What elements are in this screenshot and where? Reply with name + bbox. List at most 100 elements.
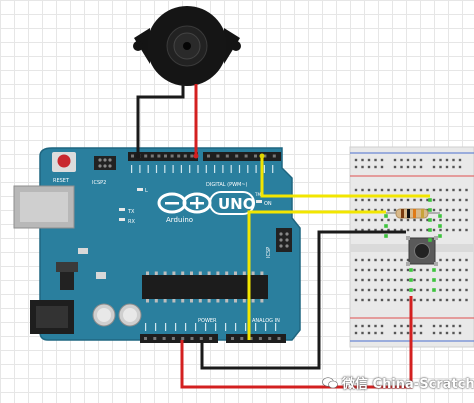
breadboard-hole <box>445 158 449 162</box>
icsp-header <box>276 228 292 252</box>
breadboard-hole <box>439 198 442 202</box>
breadboard-hole <box>452 298 455 302</box>
breadboard-hole <box>380 278 384 282</box>
silk-mark <box>238 165 241 173</box>
silk-mark <box>195 323 197 331</box>
breadboard-hole <box>445 228 449 232</box>
breadboard-hole <box>400 188 403 192</box>
breadboard-hole <box>426 228 429 232</box>
breadboard-hole <box>367 198 371 202</box>
wire-end-gnd <box>135 153 141 159</box>
chip-leg <box>172 271 176 275</box>
silk-mark <box>172 165 174 173</box>
connection-marker <box>428 228 432 232</box>
breadboard-hole <box>426 268 429 272</box>
header-pin <box>150 154 154 158</box>
breadboard-hole <box>400 288 403 292</box>
breadboard-hole <box>374 331 377 335</box>
breadboard-hole <box>387 258 390 262</box>
chip-leg <box>146 299 149 303</box>
header-pin <box>190 154 194 158</box>
breadboard-hole <box>380 298 384 302</box>
smd-component <box>78 248 88 254</box>
silk-mark <box>175 323 177 331</box>
breadboard-hole <box>393 324 397 328</box>
silk-mark <box>272 165 274 173</box>
breadboard-hole <box>374 258 377 262</box>
breadboard-hole <box>374 268 377 272</box>
header-pin <box>199 337 203 340</box>
breadboard-hole <box>361 288 364 292</box>
breadboard-hole <box>367 288 371 292</box>
breadboard-hole <box>361 331 364 335</box>
breadboard-hole <box>387 198 390 202</box>
breadboard-hole <box>380 188 384 192</box>
silk-mark <box>222 165 224 173</box>
reset-label: RESET <box>53 178 70 184</box>
breadboard-hole <box>354 258 358 262</box>
breadboard-hole <box>361 218 364 222</box>
breadboard-hole <box>387 278 390 282</box>
silk-mark <box>247 165 249 173</box>
breadboard-hole <box>406 258 410 262</box>
on-label: ON <box>264 201 272 207</box>
breadboard-hole <box>400 278 403 282</box>
breadboard-hole <box>406 228 410 232</box>
reset-button[interactable] <box>57 154 71 168</box>
push-button-cap[interactable] <box>414 243 430 259</box>
resistor-band-1 <box>401 209 404 218</box>
breadboard-hole <box>426 188 429 192</box>
breadboard-hole <box>445 324 449 328</box>
breadboard-hole <box>432 324 436 328</box>
header-pin <box>183 154 187 158</box>
breadboard-hole <box>413 198 416 202</box>
breadboard-hole <box>452 278 455 282</box>
breadboard-hole <box>393 258 397 262</box>
breadboard-hole <box>445 298 449 302</box>
connection-marker <box>409 288 413 292</box>
header-pin <box>249 337 253 340</box>
breadboard-hole <box>361 208 364 212</box>
chip-leg <box>225 271 229 275</box>
breadboard-hole <box>393 228 397 232</box>
breadboard-hole <box>419 188 423 192</box>
led-tx-label: TX <box>127 209 135 215</box>
silk-mark <box>255 323 257 331</box>
header-pin <box>171 337 175 340</box>
silk-mark <box>165 323 167 331</box>
breadboard-hole <box>354 208 358 212</box>
chip-leg <box>216 271 220 275</box>
breadboard-hole <box>419 324 423 328</box>
breadboard-hole <box>374 324 377 328</box>
breadboard-hole <box>452 158 455 162</box>
breadboard-hole <box>432 228 436 232</box>
breadboard-hole <box>361 268 364 272</box>
breadboard-hole <box>387 288 390 292</box>
breadboard-hole <box>432 331 436 335</box>
connection-marker <box>384 214 388 218</box>
chip-leg <box>181 299 185 303</box>
buzzer-mount-left <box>133 41 143 51</box>
breadboard-hole <box>413 298 416 302</box>
breadboard-hole <box>419 228 423 232</box>
breadboard-hole <box>393 188 397 192</box>
breadboard-hole <box>367 188 371 192</box>
breadboard-hole <box>439 158 442 162</box>
wire-end-yellow-digital <box>259 153 265 159</box>
breadboard-hole <box>406 278 410 282</box>
push-button <box>406 236 438 266</box>
breadboard-hole <box>354 218 358 222</box>
breadboard-hole <box>406 188 410 192</box>
breadboard-hole <box>419 331 423 335</box>
chip-leg <box>242 271 246 275</box>
breadboard-hole <box>361 198 364 202</box>
silk-mark <box>205 165 207 173</box>
chip-leg <box>181 271 185 275</box>
breadboard-hole <box>445 208 449 212</box>
breadboard-hole <box>465 208 468 212</box>
breadboard-hole <box>354 331 358 335</box>
breadboard-hole <box>387 268 390 272</box>
breadboard-hole <box>393 288 397 292</box>
header-pin <box>240 337 244 340</box>
wire-buzzer-gnd <box>136 84 185 156</box>
